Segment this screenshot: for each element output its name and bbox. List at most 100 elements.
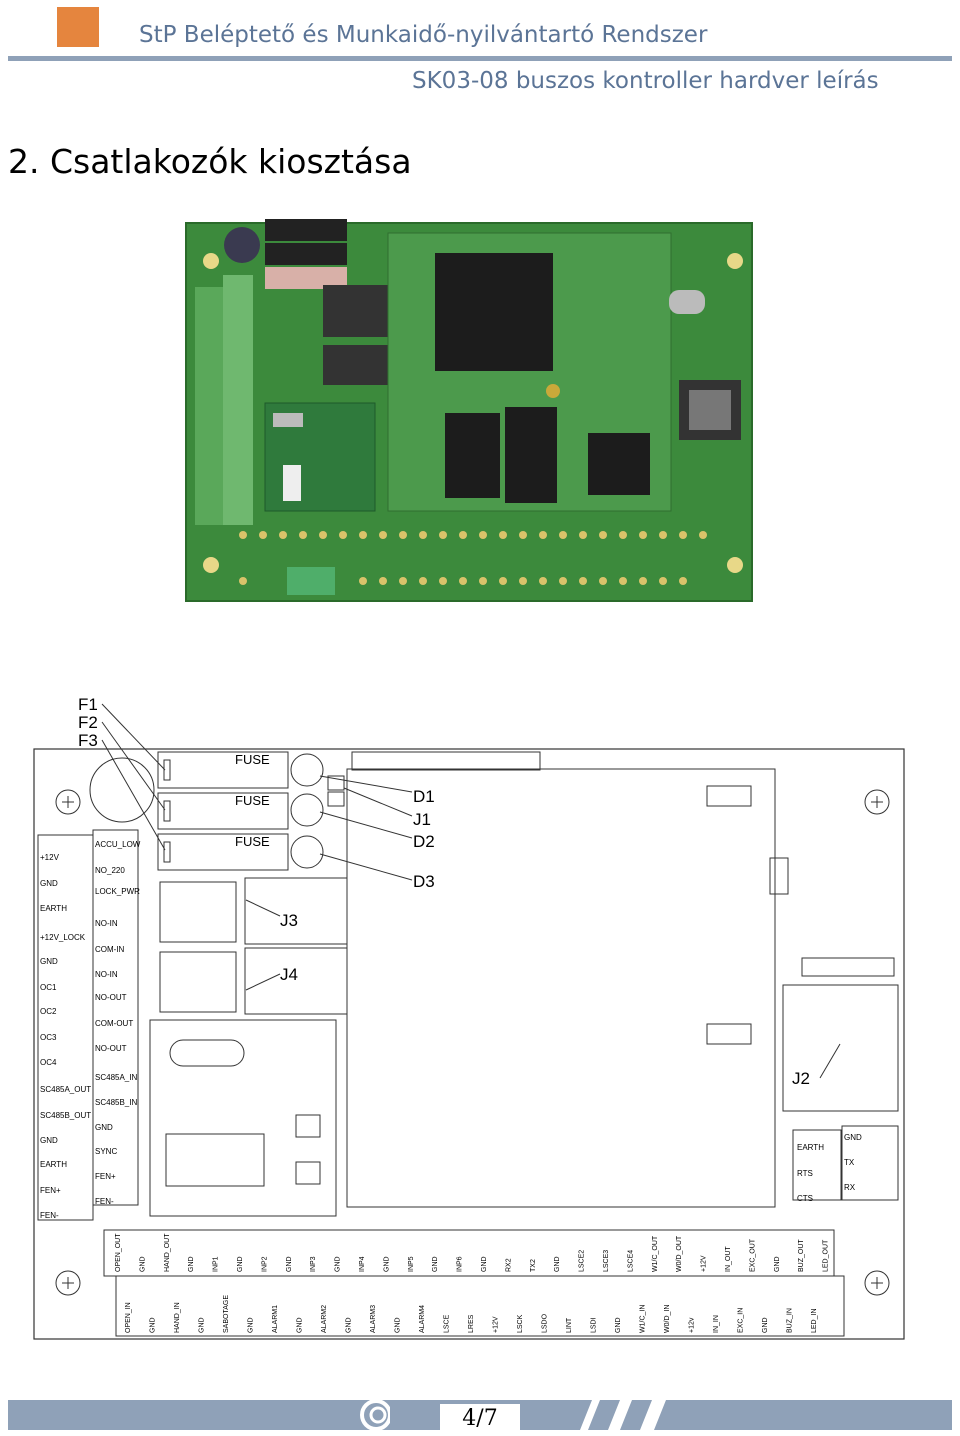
bottom-bottom-row-label: EXC_IN <box>738 1308 745 1333</box>
fuse-label-3: FUSE <box>235 834 270 849</box>
bottom-bottom-row-label: IN_IN <box>713 1315 720 1333</box>
footer-decoration <box>580 1400 666 1430</box>
bottom-top-row-label: INP2 <box>261 1256 268 1272</box>
left-a-2: EARTH <box>40 904 67 913</box>
callout-d3: D3 <box>413 872 435 891</box>
bottom-top-row-label: GND <box>432 1256 439 1272</box>
left-b-14: FEN- <box>95 1197 114 1206</box>
bottom-bottom-row-label: GND <box>615 1317 622 1333</box>
bottom-bottom-row-label: LSDO <box>542 1313 549 1333</box>
right-a-2: CTS <box>797 1194 813 1203</box>
left-b-6: NO-OUT <box>95 993 127 1002</box>
bottom-top-row-label: GND <box>188 1256 195 1272</box>
left-a-12: EARTH <box>40 1160 67 1169</box>
bottom-top-row-label: RX2 <box>505 1258 512 1272</box>
footer-logo-icon <box>360 1399 390 1431</box>
left-a-14: FEN- <box>40 1211 59 1220</box>
bottom-bottom-row-label: HAND_IN <box>174 1302 181 1333</box>
bottom-top-row-label: INP6 <box>457 1256 464 1272</box>
bottom-top-row-label: IN_OUT <box>725 1246 732 1272</box>
bottom-top-row-label: GND <box>139 1256 146 1272</box>
callout-j4: J4 <box>280 965 298 984</box>
left-b-11: GND <box>95 1123 113 1132</box>
bottom-bottom-row-label: LRES <box>468 1314 475 1333</box>
callout-f2: F2 <box>78 713 98 732</box>
bottom-bottom-row-label: GND <box>762 1317 769 1333</box>
bottom-bottom-row-label: ALARM1 <box>272 1305 279 1333</box>
bottom-bottom-row-label: LSDI <box>591 1317 598 1333</box>
left-b-4: COM-IN <box>95 945 125 954</box>
bottom-bottom-row-label: GND <box>297 1317 304 1333</box>
bottom-top-row-label: +12V <box>701 1255 708 1272</box>
left-a-10: SC485B_OUT <box>40 1111 91 1120</box>
bottom-bottom-row-label: W0/D_IN <box>664 1305 671 1333</box>
left-a-9: SC485A_OUT <box>40 1085 91 1094</box>
document-subtitle: SK03-08 buszos kontroller hardver leírás <box>412 68 879 94</box>
left-a-1: GND <box>40 879 58 888</box>
right-b-0: GND <box>844 1133 862 1142</box>
header-rule <box>8 56 952 61</box>
bottom-top-row-label: W1/C_OUT <box>652 1235 659 1272</box>
left-b-3: NO-IN <box>95 919 118 928</box>
bottom-bottom-row-label: LINT <box>566 1317 573 1333</box>
left-b-0: ACCU_LOW <box>95 840 141 849</box>
callout-j2: J2 <box>792 1069 810 1088</box>
right-b-2: RX <box>844 1183 856 1192</box>
left-b-10: SC485B_IN <box>95 1098 137 1107</box>
bottom-top-row-label: INP1 <box>213 1256 220 1272</box>
bottom-bottom-row-label: W1/C_IN <box>640 1305 647 1333</box>
right-a-1: RTS <box>797 1169 813 1178</box>
left-a-5: OC1 <box>40 983 57 992</box>
bottom-bottom-row-label: LED_IN <box>811 1308 818 1333</box>
bottom-bottom-row-label: BUZ_IN <box>787 1308 794 1333</box>
document-header-title: StP Beléptető és Munkaidő-nyilvántartó R… <box>139 22 708 48</box>
left-b-8: NO-OUT <box>95 1044 127 1053</box>
bottom-top-row-label: GND <box>383 1256 390 1272</box>
section-heading: 2. Csatlakozók kiosztása <box>8 142 412 181</box>
left-b-9: SC485A_IN <box>95 1073 137 1082</box>
bottom-top-row-label: INP5 <box>408 1256 415 1272</box>
left-b-1: NO_220 <box>95 866 125 875</box>
connector-diagram: FUSE FUSE FUSE F1 F2 F3 D1 J1 D2 D3 J3 J… <box>33 695 905 1340</box>
bottom-top-row-label: LSCE2 <box>579 1250 586 1272</box>
left-a-13: FEN+ <box>40 1186 61 1195</box>
bottom-bottom-row-label: GND <box>395 1317 402 1333</box>
bottom-top-row-label: TX2 <box>530 1259 537 1272</box>
left-b-13: FEN+ <box>95 1172 116 1181</box>
bottom-top-row-label: LSCE3 <box>603 1250 610 1272</box>
page-number: 4/7 <box>440 1404 520 1434</box>
callout-d1: D1 <box>413 787 435 806</box>
bottom-top-row-label: HAND_OUT <box>164 1233 171 1272</box>
bottom-top-row-label: GND <box>554 1256 561 1272</box>
callout-f1: F1 <box>78 695 98 714</box>
bottom-bottom-row-label: GND <box>199 1317 206 1333</box>
callout-d2: D2 <box>413 832 435 851</box>
left-a-11: GND <box>40 1136 58 1145</box>
bottom-bottom-row-label: GND <box>346 1317 353 1333</box>
left-a-0: +12V <box>40 853 60 862</box>
bottom-bottom-row-label: LSCK <box>517 1314 524 1333</box>
left-a-8: OC4 <box>40 1058 57 1067</box>
bottom-bottom-row-label: LSCE <box>444 1314 451 1333</box>
right-a-0: EARTH <box>797 1143 824 1152</box>
bottom-top-row-label: LED_OUT <box>823 1239 830 1272</box>
left-a-6: OC2 <box>40 1007 57 1016</box>
left-b-2: LOCK_PWR <box>95 887 140 896</box>
company-logo-square <box>57 7 99 47</box>
bottom-top-row-label: BUZ_OUT <box>798 1239 805 1272</box>
bottom-bottom-row-label: GND <box>150 1317 157 1333</box>
bottom-top-row-label: GND <box>335 1256 342 1272</box>
bottom-top-row-label: GND <box>237 1256 244 1272</box>
bottom-top-row-label: LSCE4 <box>627 1250 634 1272</box>
bottom-top-row-label: GND <box>774 1256 781 1272</box>
callout-j1: J1 <box>413 810 431 829</box>
callout-j3: J3 <box>280 911 298 930</box>
right-b-1: TX <box>844 1158 855 1167</box>
fuse-label-2: FUSE <box>235 793 270 808</box>
bottom-top-row-label: GND <box>286 1256 293 1272</box>
bottom-bottom-row-label: SABOTAGE <box>223 1295 230 1333</box>
left-b-5: NO-IN <box>95 970 118 979</box>
left-b-7: COM-OUT <box>95 1019 133 1028</box>
bottom-top-row-label: EXC_OUT <box>749 1238 756 1272</box>
